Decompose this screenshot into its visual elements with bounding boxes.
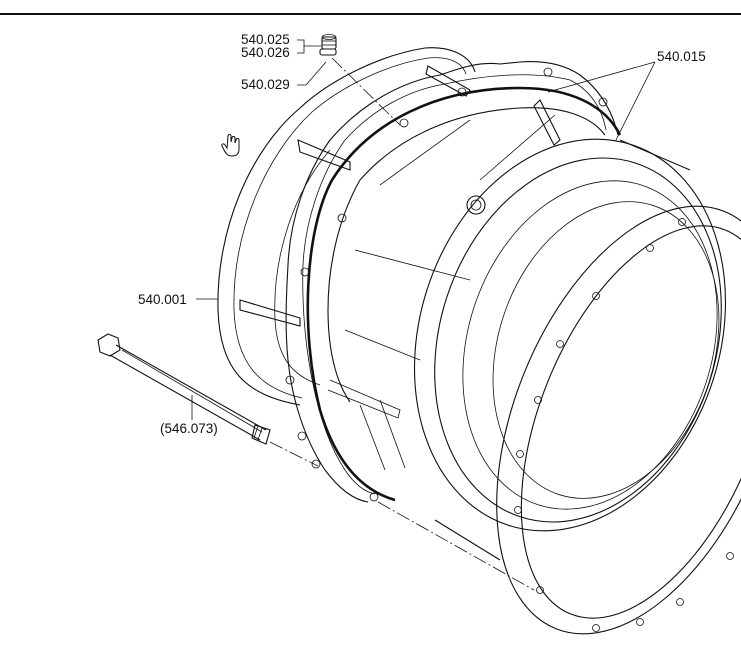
front-collar (413, 138, 727, 561)
callout-546-073: (546.073) (160, 421, 218, 436)
boss-fitting (466, 195, 486, 215)
callout-540-001: 540.001 (138, 292, 187, 307)
stud-bolt-546-073 (97, 333, 271, 445)
assembly-centerlines (269, 57, 535, 591)
leader-lines (191, 39, 656, 420)
seal-ring-540-015 (306, 86, 622, 502)
callout-540-026: 540.026 (241, 45, 290, 60)
callout-540-015: 540.015 (657, 49, 706, 64)
housing-540-001 (217, 47, 561, 406)
callout-540-025: 540.025 (241, 32, 290, 47)
plug-fitting (319, 34, 337, 56)
flange-ring (285, 61, 619, 503)
hand-pointer-icon (221, 134, 240, 157)
inner-cylinder (327, 107, 606, 471)
outer-gasket-ring (496, 205, 741, 635)
callout-540-029: 540.029 (241, 77, 290, 92)
